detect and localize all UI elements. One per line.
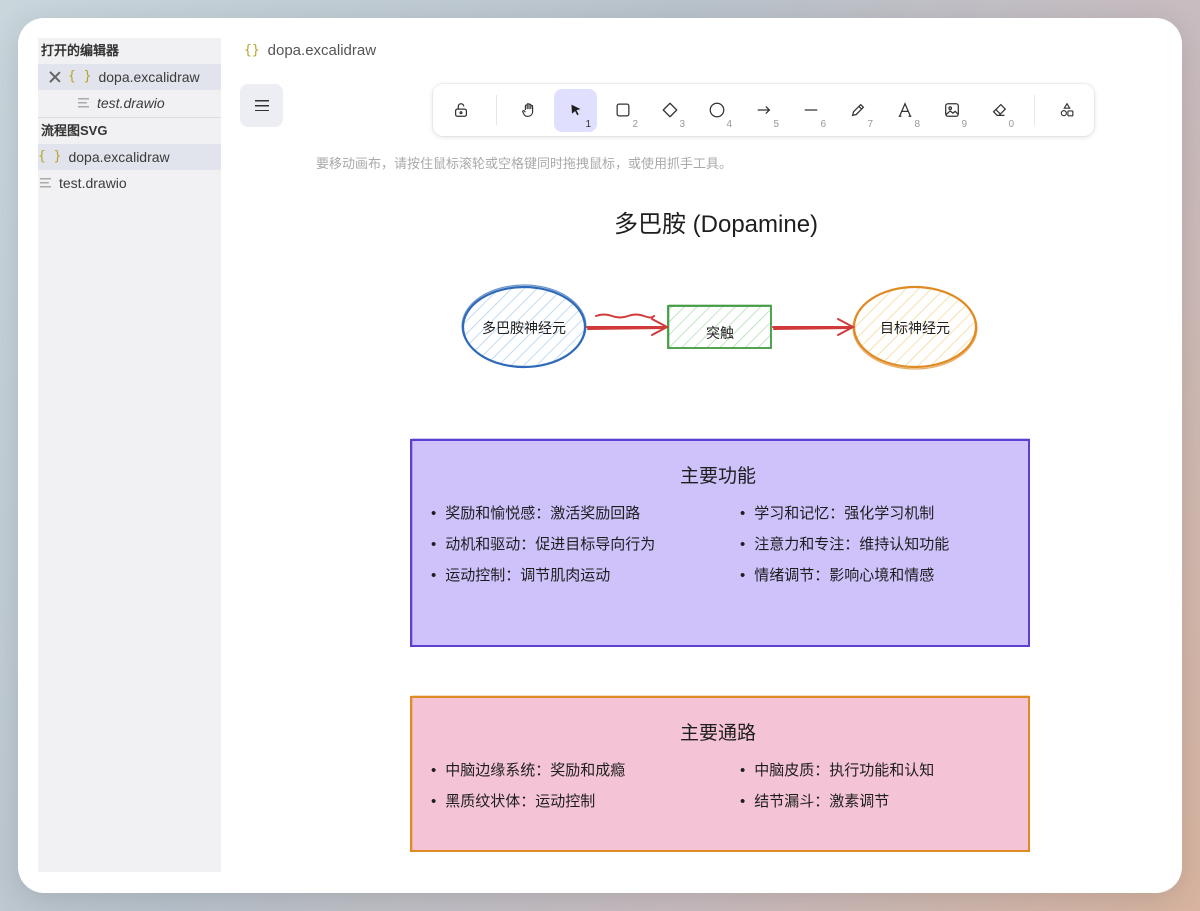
tool-shortcut: 9 xyxy=(961,118,967,130)
text-tool-button[interactable]: 8 xyxy=(883,89,926,132)
hand-icon xyxy=(521,103,533,117)
file-label: test.drawio xyxy=(59,175,127,191)
function-item[interactable]: 奖励和愉悦感：激活奖励回路 xyxy=(431,502,640,523)
json-file-icon: {} xyxy=(244,43,260,58)
canvas-hint-text: 要移动画布，请按住鼠标滚轮或空格键同时拖拽鼠标，或使用抓手工具。 xyxy=(315,156,732,171)
hand-tool-button[interactable] xyxy=(507,89,550,132)
json-file-icon: { } xyxy=(38,149,62,164)
source-neuron-label[interactable]: 多巴胺神经元 xyxy=(482,320,566,336)
arrow-synapse-to-target[interactable] xyxy=(772,318,856,336)
arrow-tool-button[interactable]: 5 xyxy=(742,89,785,132)
open-editor-label: dopa.excalidraw xyxy=(98,69,200,85)
eraser-icon xyxy=(992,103,1006,117)
text-file-icon xyxy=(40,178,51,188)
line-icon xyxy=(804,109,817,111)
editor-tab[interactable]: {} dopa.excalidraw xyxy=(244,42,376,59)
image-tool-button[interactable]: 9 xyxy=(930,89,973,132)
unlock-icon xyxy=(454,103,467,117)
tool-shortcut: 5 xyxy=(773,118,779,130)
explorer-sidebar: 打开的编辑器 { } dopa.excalidraw test.drawio 流… xyxy=(38,38,221,872)
tool-shortcut: 0 xyxy=(1008,118,1014,130)
image-icon xyxy=(944,103,959,117)
canvas-hint: 要移动画布，请按住鼠标滚轮或空格键同时拖拽鼠标，或使用抓手工具。 xyxy=(18,153,1182,172)
functions-title[interactable]: 主要功能 xyxy=(680,466,757,487)
draw-tool-button[interactable]: 7 xyxy=(836,89,879,132)
synapse-label[interactable]: 突触 xyxy=(706,325,734,341)
app-window: 打开的编辑器 { } dopa.excalidraw test.drawio 流… xyxy=(18,18,1182,893)
pathway-item[interactable]: 中脑皮质：执行功能和认知 xyxy=(740,759,934,780)
rectangle-icon xyxy=(616,103,629,117)
ellipse-tool-button[interactable]: 4 xyxy=(695,89,738,132)
eraser-tool-button[interactable]: 0 xyxy=(977,89,1020,132)
shapes-icon xyxy=(1060,102,1073,117)
tool-shortcut: 4 xyxy=(726,118,732,130)
cursor-icon xyxy=(571,104,580,116)
diamond-icon xyxy=(662,102,677,118)
pathway-item[interactable]: 结节漏斗：激素调节 xyxy=(740,790,889,811)
function-item[interactable]: 情绪调节：影响心境和情感 xyxy=(740,564,934,585)
arrow-icon xyxy=(757,105,770,115)
synapse-node[interactable] xyxy=(667,304,772,349)
pencil-icon xyxy=(851,103,864,117)
pathway-item[interactable]: 中脑边缘系统：奖励和成瘾 xyxy=(431,759,625,780)
hamburger-icon xyxy=(254,100,269,111)
ellipse-icon xyxy=(709,102,724,118)
tool-shortcut: 3 xyxy=(679,118,685,130)
divider xyxy=(38,117,221,118)
function-item[interactable]: 动机和驱动：促进目标导向行为 xyxy=(431,533,655,554)
function-item[interactable]: 运动控制：调节肌肉运动 xyxy=(431,564,610,585)
lock-tool-button[interactable] xyxy=(439,89,482,132)
editor-tab-title: dopa.excalidraw xyxy=(267,42,377,59)
open-editor-dopa[interactable]: { } dopa.excalidraw xyxy=(38,64,221,90)
text-icon xyxy=(898,102,911,117)
pathways-title[interactable]: 主要通路 xyxy=(680,723,757,744)
diagram-title[interactable]: 多巴胺 (Dopamine) xyxy=(614,211,819,238)
pathway-item[interactable]: 黑质纹状体：运动控制 xyxy=(431,790,595,811)
json-file-icon: { } xyxy=(68,69,92,84)
diagram-canvas[interactable] xyxy=(18,18,1182,893)
open-editors-title: 打开的编辑器 xyxy=(41,43,120,58)
diamond-tool-button[interactable]: 3 xyxy=(648,89,691,132)
file-label: dopa.excalidraw xyxy=(68,149,170,165)
selection-tool-button[interactable]: 1 xyxy=(554,88,597,132)
rectangle-tool-button[interactable]: 2 xyxy=(601,89,644,132)
main-menu-button[interactable] xyxy=(240,84,283,127)
function-item[interactable]: 注意力和专注：维持认知功能 xyxy=(740,533,949,554)
tool-shortcut: 1 xyxy=(585,118,591,130)
tool-shortcut: 7 xyxy=(867,118,873,130)
more-shapes-button[interactable] xyxy=(1045,89,1088,132)
toolbar-divider xyxy=(1034,95,1035,125)
arrow-source-to-synapse[interactable] xyxy=(586,313,670,336)
tool-shortcut: 6 xyxy=(820,118,826,130)
open-editor-label: test.drawio xyxy=(97,95,165,111)
function-item[interactable]: 学习和记忆：强化学习机制 xyxy=(740,502,934,523)
folder-title[interactable]: 流程图SVG xyxy=(41,123,108,138)
tool-shortcut: 2 xyxy=(632,118,638,130)
source-neuron-node[interactable] xyxy=(461,284,587,369)
open-editor-test[interactable]: test.drawio xyxy=(38,90,221,116)
file-test[interactable]: test.drawio xyxy=(38,170,221,196)
target-neuron-label[interactable]: 目标神经元 xyxy=(880,320,950,336)
file-dopa[interactable]: { } dopa.excalidraw xyxy=(38,144,221,170)
shapes-toolbar: 1 2 3 4 5 6 7 8 xyxy=(433,84,1094,136)
line-tool-button[interactable]: 6 xyxy=(789,89,832,132)
toolbar-divider xyxy=(496,95,497,125)
text-file-icon xyxy=(78,98,89,108)
tool-shortcut: 8 xyxy=(914,118,920,130)
